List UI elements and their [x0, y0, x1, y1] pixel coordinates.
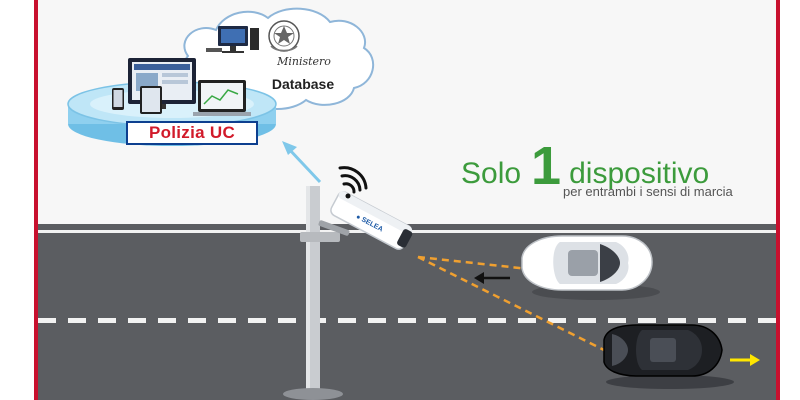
white-car — [521, 235, 660, 300]
headline-number: 1 — [531, 136, 562, 196]
anpr-camera-device: ● SELEA — [330, 191, 413, 250]
italian-republic-emblem-icon — [268, 20, 300, 52]
smartphone-icon — [112, 88, 124, 110]
ministry-text: Ministero — [277, 55, 331, 68]
laptop-icon — [193, 80, 251, 116]
lane-divider — [38, 318, 776, 323]
diagram-graphics: ● SELEA — [67, 7, 760, 400]
monitor-icon — [128, 58, 196, 109]
diagram-frame: ● SELEA — [34, 0, 780, 400]
left-direction-arrow — [474, 272, 510, 284]
camera-pole — [283, 186, 350, 400]
headline-dispositivo: dispositivo — [569, 157, 710, 190]
database-label: Database — [271, 76, 335, 92]
headline: Solo 1 dispositivo — [461, 136, 710, 196]
headline-solo: Solo — [461, 157, 522, 190]
right-direction-arrow — [730, 354, 760, 366]
wifi-signal-icon — [338, 166, 368, 199]
upload-arrow — [282, 141, 322, 184]
platform-label-box: Polizia UC — [126, 121, 258, 145]
headline-subtitle: per entrambi i sensi di marcia — [563, 184, 733, 199]
platform-label: Polizia UC — [148, 123, 236, 142]
desktop-computer-icon — [206, 26, 259, 53]
black-car — [603, 324, 734, 389]
camera-beams — [417, 255, 605, 352]
tablet-icon — [140, 86, 162, 114]
